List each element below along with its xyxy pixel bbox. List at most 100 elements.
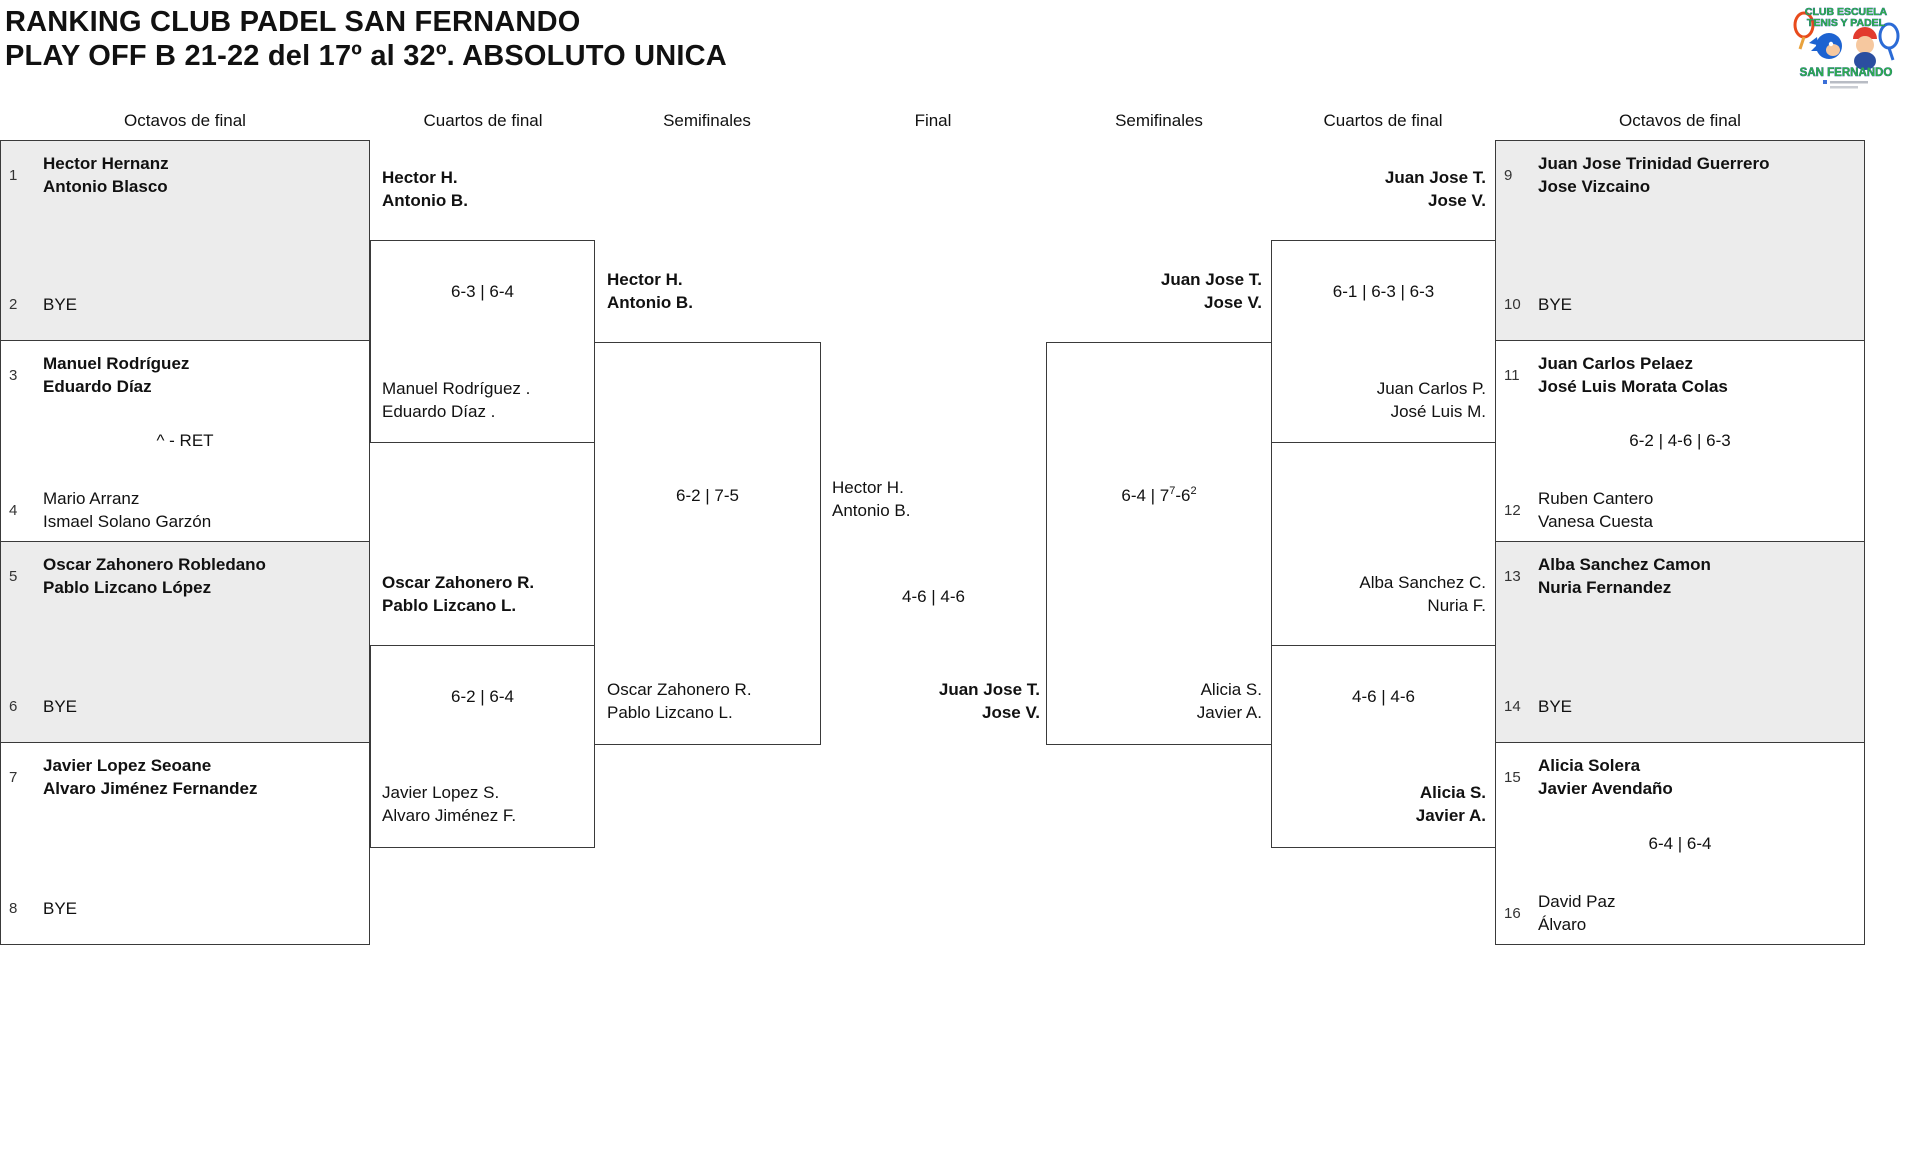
seed-number: 7 [9, 768, 18, 786]
player-line: Hector H. [832, 478, 904, 497]
team-entry: 4 Mario Arranz Ismael Solano Garzón [1, 487, 369, 533]
score-fragment: -6 [1175, 486, 1191, 505]
player-line: Hector Hernanz [43, 154, 169, 173]
player-line: Eduardo Díaz [43, 377, 152, 396]
logo-sponsor-mark [1823, 80, 1827, 84]
qf-right-2-score: 4-6 | 4-6 [1351, 687, 1415, 706]
player-line: Alicia Solera [1538, 756, 1641, 775]
team-names: BYE [1538, 293, 1572, 316]
player-line: BYE [43, 295, 78, 314]
match-score: ^ - RET [156, 431, 214, 450]
team-entry: 7 Javier Lopez Seoane Alvaro Jiménez Fer… [1, 754, 369, 800]
r16-left-match-1: 1 Hector Hernanz Antonio Blasco 2 BYE [0, 140, 370, 341]
sf-right-score: 6-4 | 77-62 [1046, 485, 1272, 506]
seed-number: 12 [1504, 501, 1521, 519]
r16-right-match-2: 11 Juan Carlos Pelaez José Luis Morata C… [1495, 340, 1865, 542]
team-entry: 12 Ruben Cantero Vanesa Cuesta [1496, 487, 1864, 533]
player-line: Nuria F. [1427, 596, 1486, 615]
logo-text-line3: SAN FERNANDO [1800, 67, 1893, 79]
sf-left-participant-top: Hector H. Antonio B. [607, 268, 822, 314]
team-entry: 1 Hector Hernanz Antonio Blasco [1, 152, 369, 198]
player-line: Juan Jose T. [1384, 168, 1486, 187]
club-logo: CLUB ESCUELA TENIS Y PADEL SAN FERNANDO [1787, 3, 1905, 91]
team-entry: 3 Manuel Rodríguez Eduardo Díaz [1, 352, 369, 398]
player-line: Antonio B. [607, 293, 693, 312]
team-names: Hector Hernanz Antonio Blasco [43, 152, 169, 198]
qf-right-box-1 [1271, 240, 1496, 443]
qf-right-1-participant-bottom: Juan Carlos P. José Luis M. [1272, 377, 1486, 423]
seed-number: 4 [9, 501, 18, 519]
final-score: 4-6 | 4-6 [901, 587, 965, 606]
player-line: Jose V. [1204, 293, 1262, 312]
team-entry: 11 Juan Carlos Pelaez José Luis Morata C… [1496, 352, 1864, 398]
match-score: 6-4 | 6-4 [1648, 833, 1712, 853]
title-line2: PLAY OFF B 21-22 del 17º al 32º. ABSOLUT… [5, 40, 727, 72]
team-entry: 10 BYE [1496, 293, 1864, 316]
column-header-right-r16: Octavos de final [1619, 111, 1741, 130]
player-line: José Luis M. [1390, 402, 1486, 421]
player-line: Juan Carlos Pelaez [1538, 354, 1693, 373]
player-line: Javier Avendaño [1538, 779, 1673, 798]
sf-left-participant-bottom: Oscar Zahonero R. Pablo Lizcano L. [607, 678, 822, 724]
qf-right-box-2 [1271, 645, 1496, 848]
seed-number: 3 [9, 366, 18, 384]
player-line: Hector H. [607, 270, 683, 289]
player-line: Antonio B. [832, 501, 911, 520]
player-line: Alicia S. [1419, 783, 1486, 802]
seed-number: 9 [1504, 166, 1513, 184]
column-header-right-qf: Cuartos de final [1323, 111, 1443, 130]
player-line: Alvaro Jiménez Fernandez [43, 779, 258, 798]
sf-right-participant-bottom: Alicia S. Javier A. [1046, 678, 1262, 724]
final-participant-top: Hector H. Antonio B. [832, 476, 1047, 522]
seed-number: 6 [9, 698, 18, 715]
team-names: BYE [43, 695, 77, 718]
team-names: Alba Sanchez Camon Nuria Fernandez [1538, 553, 1711, 599]
seed-number: 11 [1504, 366, 1520, 384]
team-names: BYE [43, 897, 77, 920]
team-names: Ruben Cantero Vanesa Cuesta [1538, 487, 1653, 533]
sf-left-score: 6-2 | 7-5 [675, 486, 739, 505]
player-line: Juan Jose Trinidad Guerrero [1538, 154, 1770, 173]
team-names: Oscar Zahonero Robledano Pablo Lizcano L… [43, 553, 266, 599]
team-entry: 9 Juan Jose Trinidad Guerrero Jose Vizca… [1496, 152, 1864, 198]
team-names: Juan Carlos Pelaez José Luis Morata Cola… [1538, 352, 1728, 398]
player-line: Javier Lopez Seoane [43, 756, 212, 775]
column-header-left-r16: Octavos de final [124, 111, 246, 130]
player-line: BYE [43, 697, 78, 716]
sf-right-participant-top: Juan Jose T. Jose V. [1046, 268, 1262, 314]
qf-right-2-participant-bottom: Alicia S. Javier A. [1272, 781, 1486, 827]
player-line: Pablo Lizcano L. [607, 703, 733, 722]
qf-left-2-participant-bottom: Javier Lopez S. Alvaro Jiménez F. [382, 781, 597, 827]
player-line: Jose Vizcaino [1538, 177, 1651, 196]
player-line: Oscar Zahonero R. [607, 680, 752, 699]
seed-number: 15 [1504, 768, 1521, 786]
team-names: Manuel Rodríguez Eduardo Díaz [43, 352, 189, 398]
logo-sonic-eye [1828, 41, 1834, 47]
player-line: BYE [1538, 295, 1573, 314]
sf-right-box [1046, 342, 1272, 745]
player-line: Jose V. [1428, 191, 1486, 210]
team-names: Juan Jose Trinidad Guerrero Jose Vizcain… [1538, 152, 1769, 198]
seed-number: 8 [9, 900, 18, 917]
player-line: Hector H. [382, 168, 458, 187]
team-entry: 13 Alba Sanchez Camon Nuria Fernandez [1496, 553, 1864, 599]
team-entry: 6 BYE [1, 695, 369, 718]
team-names: Alicia Solera Javier Avendaño [1538, 754, 1673, 800]
player-line: Pablo Lizcano López [43, 578, 212, 597]
r16-left-match-3: 5 Oscar Zahonero Robledano Pablo Lizcano… [0, 541, 370, 743]
player-line: Juan Jose T. [938, 680, 1040, 699]
player-line: Nuria Fernandez [1538, 578, 1672, 597]
player-line: Eduardo Díaz . [382, 402, 496, 421]
page-title: RANKING CLUB PADEL SAN FERNANDO PLAY OFF… [5, 5, 727, 73]
column-header-left-qf: Cuartos de final [423, 111, 543, 130]
seed-number: 1 [9, 166, 18, 184]
player-line: Javier A. [1196, 703, 1262, 722]
logo-sponsor-line1 [1830, 81, 1868, 84]
final-participant-bottom: Juan Jose T. Jose V. [822, 678, 1040, 724]
logo-racket-blue-handle [1887, 47, 1895, 61]
team-names: David Paz Álvaro [1538, 890, 1615, 936]
player-line: Manuel Rodríguez [43, 354, 190, 373]
qf-left-2-score: 6-2 | 6-4 [450, 687, 514, 706]
player-line: Antonio Blasco [43, 177, 168, 196]
